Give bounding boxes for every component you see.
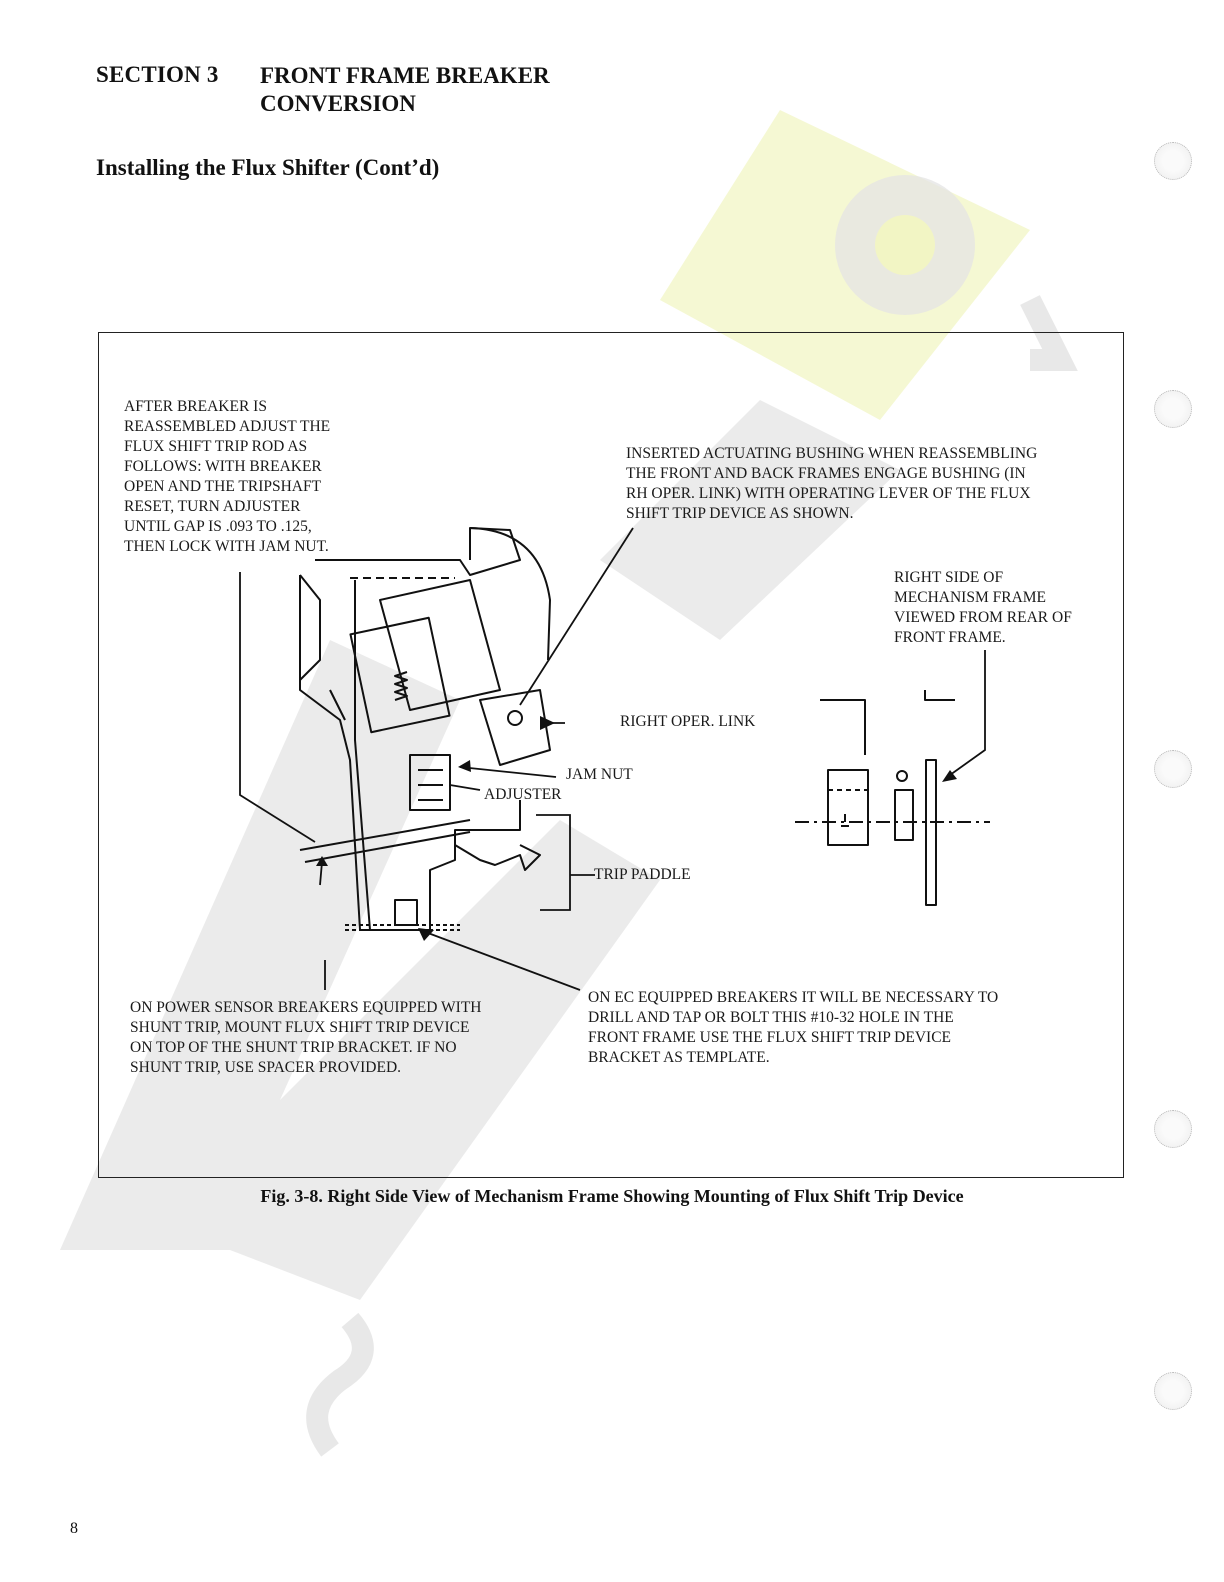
punch-hole [1154, 750, 1192, 788]
punch-hole [1154, 1372, 1192, 1410]
figure-frame [98, 332, 1124, 1178]
section-title: FRONT FRAME BREAKER CONVERSION [260, 63, 550, 116]
page-number: 8 [70, 1520, 78, 1537]
note-ec-breakers: ON EC EQUIPPED BREAKERS IT WILL BE NECES… [588, 989, 999, 1066]
figure-caption: Fig. 3-8. Right Side View of Mechanism F… [260, 1186, 964, 1206]
section-number: SECTION 3 [96, 62, 219, 87]
label-adjuster: ADJUSTER [484, 786, 562, 803]
punch-hole [1154, 390, 1192, 428]
punch-hole [1154, 1110, 1192, 1148]
note-right-side-view: RIGHT SIDE OF MECHANISM FRAME VIEWED FRO… [894, 569, 1072, 646]
note-adjust-trip-rod: AFTER BREAKER IS REASSEMBLED ADJUST THE … [124, 398, 331, 555]
page-subtitle: Installing the Flux Shifter (Cont’d) [96, 155, 440, 180]
note-actuating-bushing: INSERTED ACTUATING BUSHING WHEN REASSEMB… [626, 445, 1038, 522]
label-trip-paddle: TRIP PADDLE [594, 866, 691, 883]
note-power-sensor: ON POWER SENSOR BREAKERS EQUIPPED WITH S… [130, 999, 482, 1076]
label-jam-nut: JAM NUT [566, 766, 633, 783]
label-right-oper-link: RIGHT OPER. LINK [620, 713, 756, 730]
punch-hole [1154, 142, 1192, 180]
